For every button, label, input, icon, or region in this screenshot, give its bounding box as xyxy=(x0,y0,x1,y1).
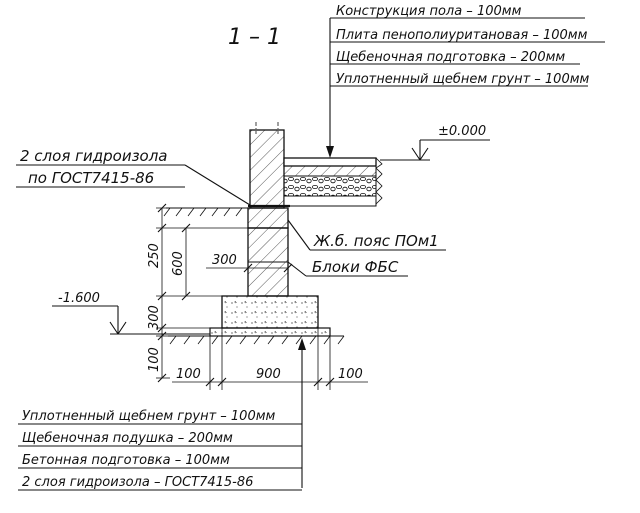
top-note-1: Конструкция пола – 100мм xyxy=(336,4,522,19)
foundation-level-label: -1.600 xyxy=(58,291,100,306)
top-note-4: Уплотненный щебнем грунт – 100мм xyxy=(336,72,590,87)
dim-900: 900 xyxy=(256,367,281,382)
waterproofing-note-line2: по ГОСТ7415-86 xyxy=(28,169,154,187)
belt-label: Ж.б. пояс ПОм1 xyxy=(313,232,439,250)
fbs-blocks xyxy=(247,227,289,297)
floor-build-up xyxy=(283,157,383,207)
concrete-prep xyxy=(209,327,331,337)
floor-level-label: ±0.000 xyxy=(438,124,486,139)
top-notes-leader xyxy=(326,17,605,158)
dim-250: 250 xyxy=(147,243,162,268)
dim-600: 600 xyxy=(171,251,186,276)
waterproofing-leader xyxy=(16,164,251,206)
wall-upper xyxy=(249,122,285,209)
base-ground xyxy=(168,335,345,345)
dim-right-100: 100 xyxy=(338,367,363,382)
floor-level-mark xyxy=(380,139,490,161)
top-note-3: Щебеночная подготовка – 200мм xyxy=(336,50,565,65)
wall-thickness-dim xyxy=(206,263,293,273)
top-note-2: Плита пенополиуритановая – 100мм xyxy=(336,28,588,43)
foundation-level-mark xyxy=(52,305,210,335)
footing-pad xyxy=(221,295,319,329)
bottom-note-2: Щебеночная подушка – 200мм xyxy=(22,431,233,446)
ground-line xyxy=(163,207,250,217)
bottom-note-4: 2 слоя гидроизола – ГОСТ7415-86 xyxy=(22,475,253,490)
dim-wall-300: 300 xyxy=(212,253,237,268)
belt-leader xyxy=(287,219,446,251)
blocks-label: Блоки ФБС xyxy=(312,258,399,276)
bottom-note-1: Уплотненный щебнем грунт – 100мм xyxy=(22,409,276,424)
horizontal-dimensions xyxy=(172,328,368,390)
section-title: 1 – 1 xyxy=(228,25,281,50)
rc-belt xyxy=(247,207,289,229)
dim-100-vert: 100 xyxy=(147,347,162,372)
bottom-notes-leader xyxy=(18,338,306,491)
waterproofing-note-line1: 2 слоя гидроизола xyxy=(20,147,168,165)
dim-left-100: 100 xyxy=(176,367,201,382)
bottom-note-3: Бетонная подготовка – 100мм xyxy=(22,453,230,468)
vertical-dimensions xyxy=(156,203,250,383)
dim-300-vert: 300 xyxy=(147,305,162,330)
